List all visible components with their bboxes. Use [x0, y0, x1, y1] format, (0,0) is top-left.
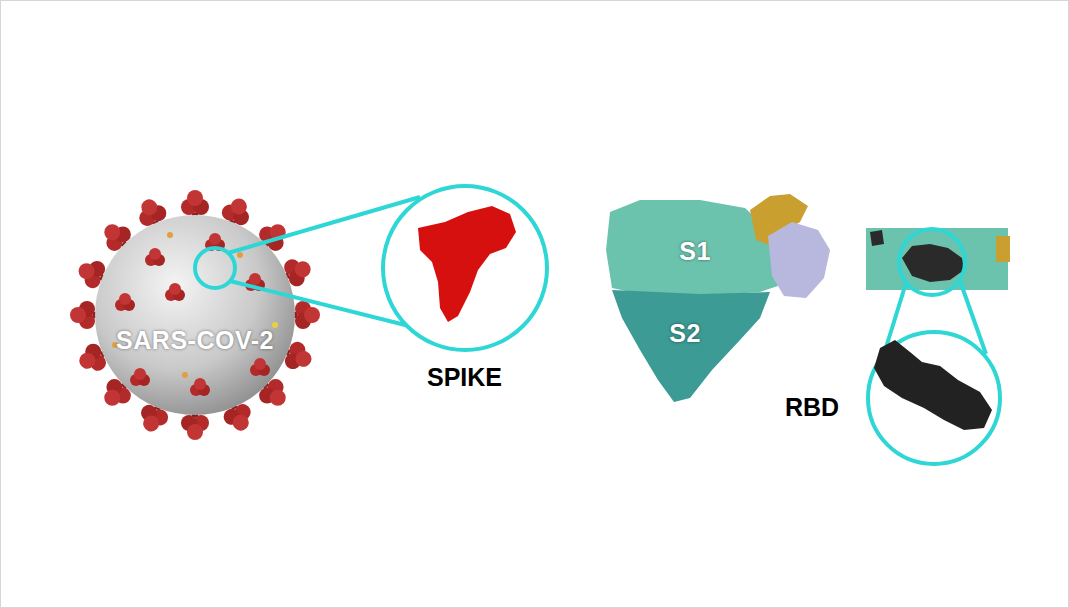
node-text: S2 — [669, 319, 701, 348]
node-text: S1 — [679, 237, 711, 266]
node-text: SARS-COV-2 — [116, 326, 274, 355]
virus-label-area: SARS-COV-2 — [100, 318, 290, 362]
rbd-label: RBD — [785, 393, 839, 422]
spike-label: SPIKE — [427, 363, 502, 392]
s2-region: S2 — [640, 310, 730, 356]
s1-region: S1 — [650, 228, 740, 274]
